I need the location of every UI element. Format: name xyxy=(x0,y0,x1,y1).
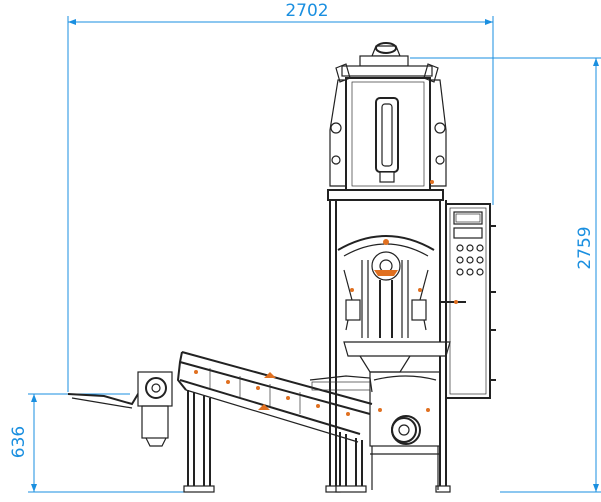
control-panel xyxy=(445,203,496,399)
inclined-conveyor xyxy=(67,351,421,447)
height-dimension: 2759 xyxy=(410,57,601,493)
lower-housing xyxy=(369,371,441,490)
conveyor-height-label: 636 xyxy=(9,426,29,458)
height-dimension-label: 2759 xyxy=(575,226,595,269)
width-dimension: 2702 xyxy=(67,1,494,392)
filling-head xyxy=(337,235,466,373)
width-dimension-label: 2702 xyxy=(285,1,328,21)
top-hopper xyxy=(329,42,447,191)
conveyor-legs xyxy=(183,390,367,493)
